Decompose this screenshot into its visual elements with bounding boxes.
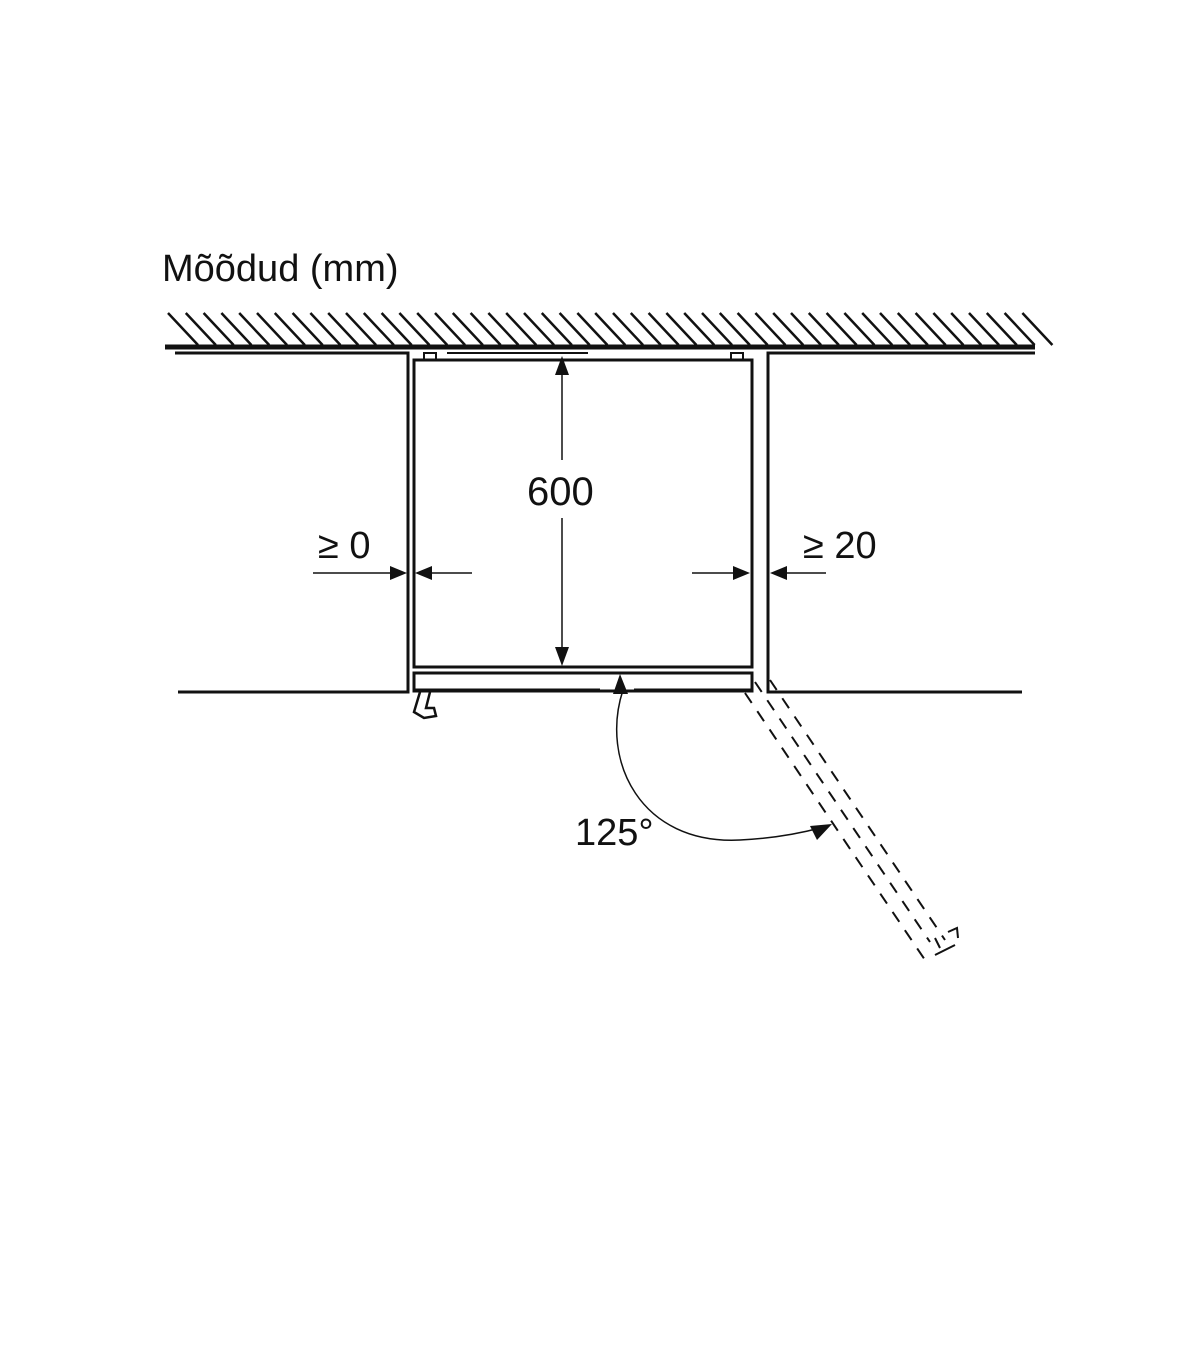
hatch-line <box>772 312 805 346</box>
hatch-line <box>629 312 662 346</box>
arrow-right-icon <box>390 566 407 580</box>
arrow-up-icon <box>555 356 569 375</box>
arrow-up-icon <box>613 674 628 694</box>
hatch-line <box>167 312 199 346</box>
hatch-line <box>202 312 235 346</box>
hatch-line <box>718 312 751 346</box>
hatch-line <box>345 312 377 346</box>
hatch-line <box>1003 312 1036 346</box>
hatch-line <box>469 312 502 346</box>
arrow-right-icon <box>810 824 832 840</box>
hatch-line <box>612 312 644 346</box>
hatch-line <box>843 312 876 346</box>
arrow-left-icon <box>770 566 787 580</box>
hatch-line <box>825 312 858 346</box>
hatch-line <box>701 312 733 346</box>
open-door-outline <box>744 679 946 961</box>
hatch-line <box>273 312 306 346</box>
hatch-line <box>861 312 894 346</box>
depth-label: 600 <box>527 470 594 514</box>
left-gap-label: ≥ 0 <box>318 525 371 567</box>
appliance-body <box>412 358 754 669</box>
spacer-right <box>730 352 744 361</box>
hatch-line <box>256 312 288 346</box>
hatch-line <box>291 312 324 346</box>
hatch-line <box>896 312 929 346</box>
diagram-title: Mõõdud (mm) <box>162 248 399 290</box>
hatch-line <box>451 312 484 346</box>
door-handle <box>412 691 438 720</box>
hatch-line <box>594 312 627 346</box>
hatch-line <box>932 312 965 346</box>
hatch-line <box>647 312 680 346</box>
right-gap-label: ≥ 20 <box>803 525 877 567</box>
wall-hatch <box>167 312 1054 346</box>
hatch-line <box>380 312 413 346</box>
appliance-door <box>412 671 754 693</box>
hatch-line <box>487 312 520 346</box>
hatch-line <box>540 312 573 346</box>
hatch-line <box>665 312 698 346</box>
hatch-line <box>576 312 609 346</box>
right-cabinet <box>766 351 1035 694</box>
hatch-line <box>1021 312 1054 346</box>
hatch-line <box>914 312 947 346</box>
hatch-line <box>736 312 769 346</box>
hatch-line <box>754 312 787 346</box>
hatch-line <box>327 312 360 346</box>
hatch-line <box>238 312 271 346</box>
arrow-left-icon <box>415 566 432 580</box>
hatch-line <box>362 312 395 346</box>
hatch-line <box>950 312 983 346</box>
hatch-line <box>184 312 217 346</box>
spacer-left <box>423 352 437 361</box>
hatch-line <box>985 312 1018 346</box>
hatch-line <box>416 312 449 346</box>
open-door-handle <box>934 926 959 956</box>
hatch-line <box>220 312 253 346</box>
hatch-line <box>398 312 431 346</box>
hatch-line <box>968 312 1000 346</box>
arrow-right-icon <box>733 566 750 580</box>
door-angle-label: 125° <box>575 812 654 854</box>
hatch-line <box>683 312 716 346</box>
hatch-line <box>434 312 466 346</box>
hatch-line <box>807 312 840 346</box>
hatch-line <box>505 312 538 346</box>
hatch-line <box>558 312 591 346</box>
hatch-line <box>879 312 911 346</box>
hatch-line <box>790 312 822 346</box>
door-angle-arc <box>615 689 821 841</box>
hatch-line <box>309 312 342 346</box>
arrow-down-icon <box>555 647 569 666</box>
left-cabinet <box>175 351 410 694</box>
hatch-line <box>523 312 555 346</box>
